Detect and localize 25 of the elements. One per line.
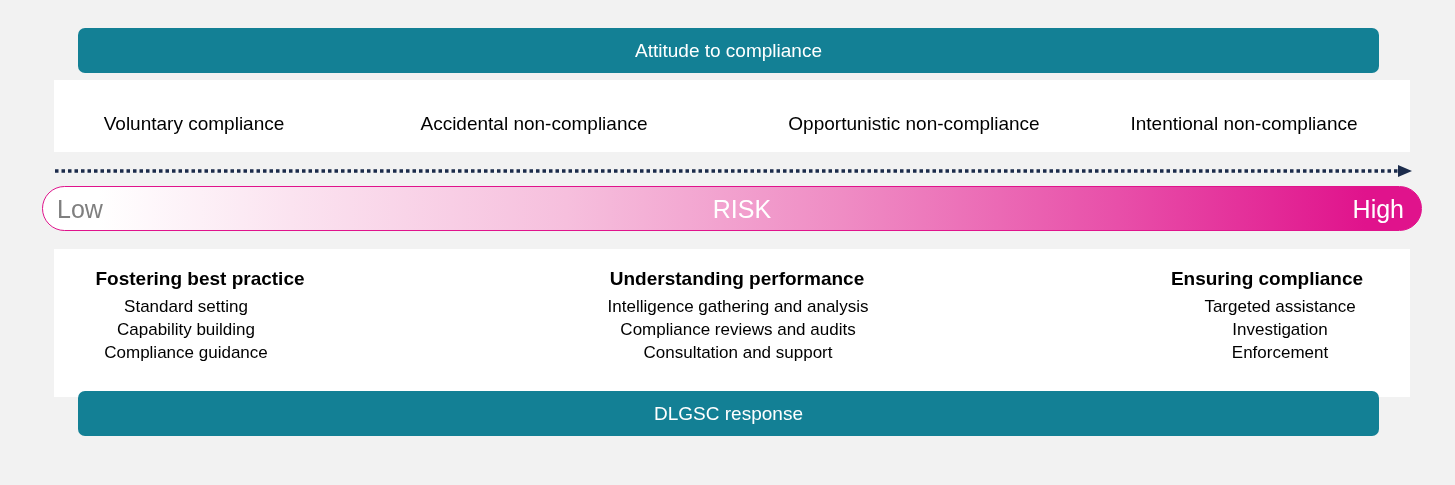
list-item: Compliance guidance <box>104 342 268 363</box>
risk-scale-bar <box>42 186 1422 231</box>
heading-banner <box>78 28 1379 73</box>
column-heading: Ensuring compliance <box>1170 268 1364 290</box>
list-item: Capability building <box>117 319 255 340</box>
list-item: Intelligence gathering and analysis <box>607 296 869 317</box>
category-label: Intentional non-compliance <box>1130 113 1358 135</box>
list-item: Standard setting <box>124 296 248 317</box>
list-item: Compliance reviews and audits <box>620 319 856 340</box>
category-label: Opportunistic non-compliance <box>788 113 1040 135</box>
list-item: Enforcement <box>1231 342 1329 363</box>
list-item: Consultation and support <box>643 342 833 363</box>
response-panel <box>54 249 1410 397</box>
list-item: Investigation <box>1232 319 1328 340</box>
banner-title: Attitude to compliance <box>635 39 822 62</box>
column-heading: Fostering best practice <box>95 268 305 290</box>
scale-title: RISK <box>712 195 772 223</box>
response-banner <box>78 391 1379 436</box>
list-item: Targeted assistance <box>1204 296 1356 317</box>
category-label: Accidental non-compliance <box>420 113 648 135</box>
category-label: Voluntary compliance <box>103 113 285 135</box>
scale-end-label: High <box>1352 195 1404 223</box>
column-heading: Understanding performance <box>609 268 865 290</box>
scale-end-label: Low <box>57 195 103 223</box>
banner-title: DLGSC response <box>654 402 803 425</box>
